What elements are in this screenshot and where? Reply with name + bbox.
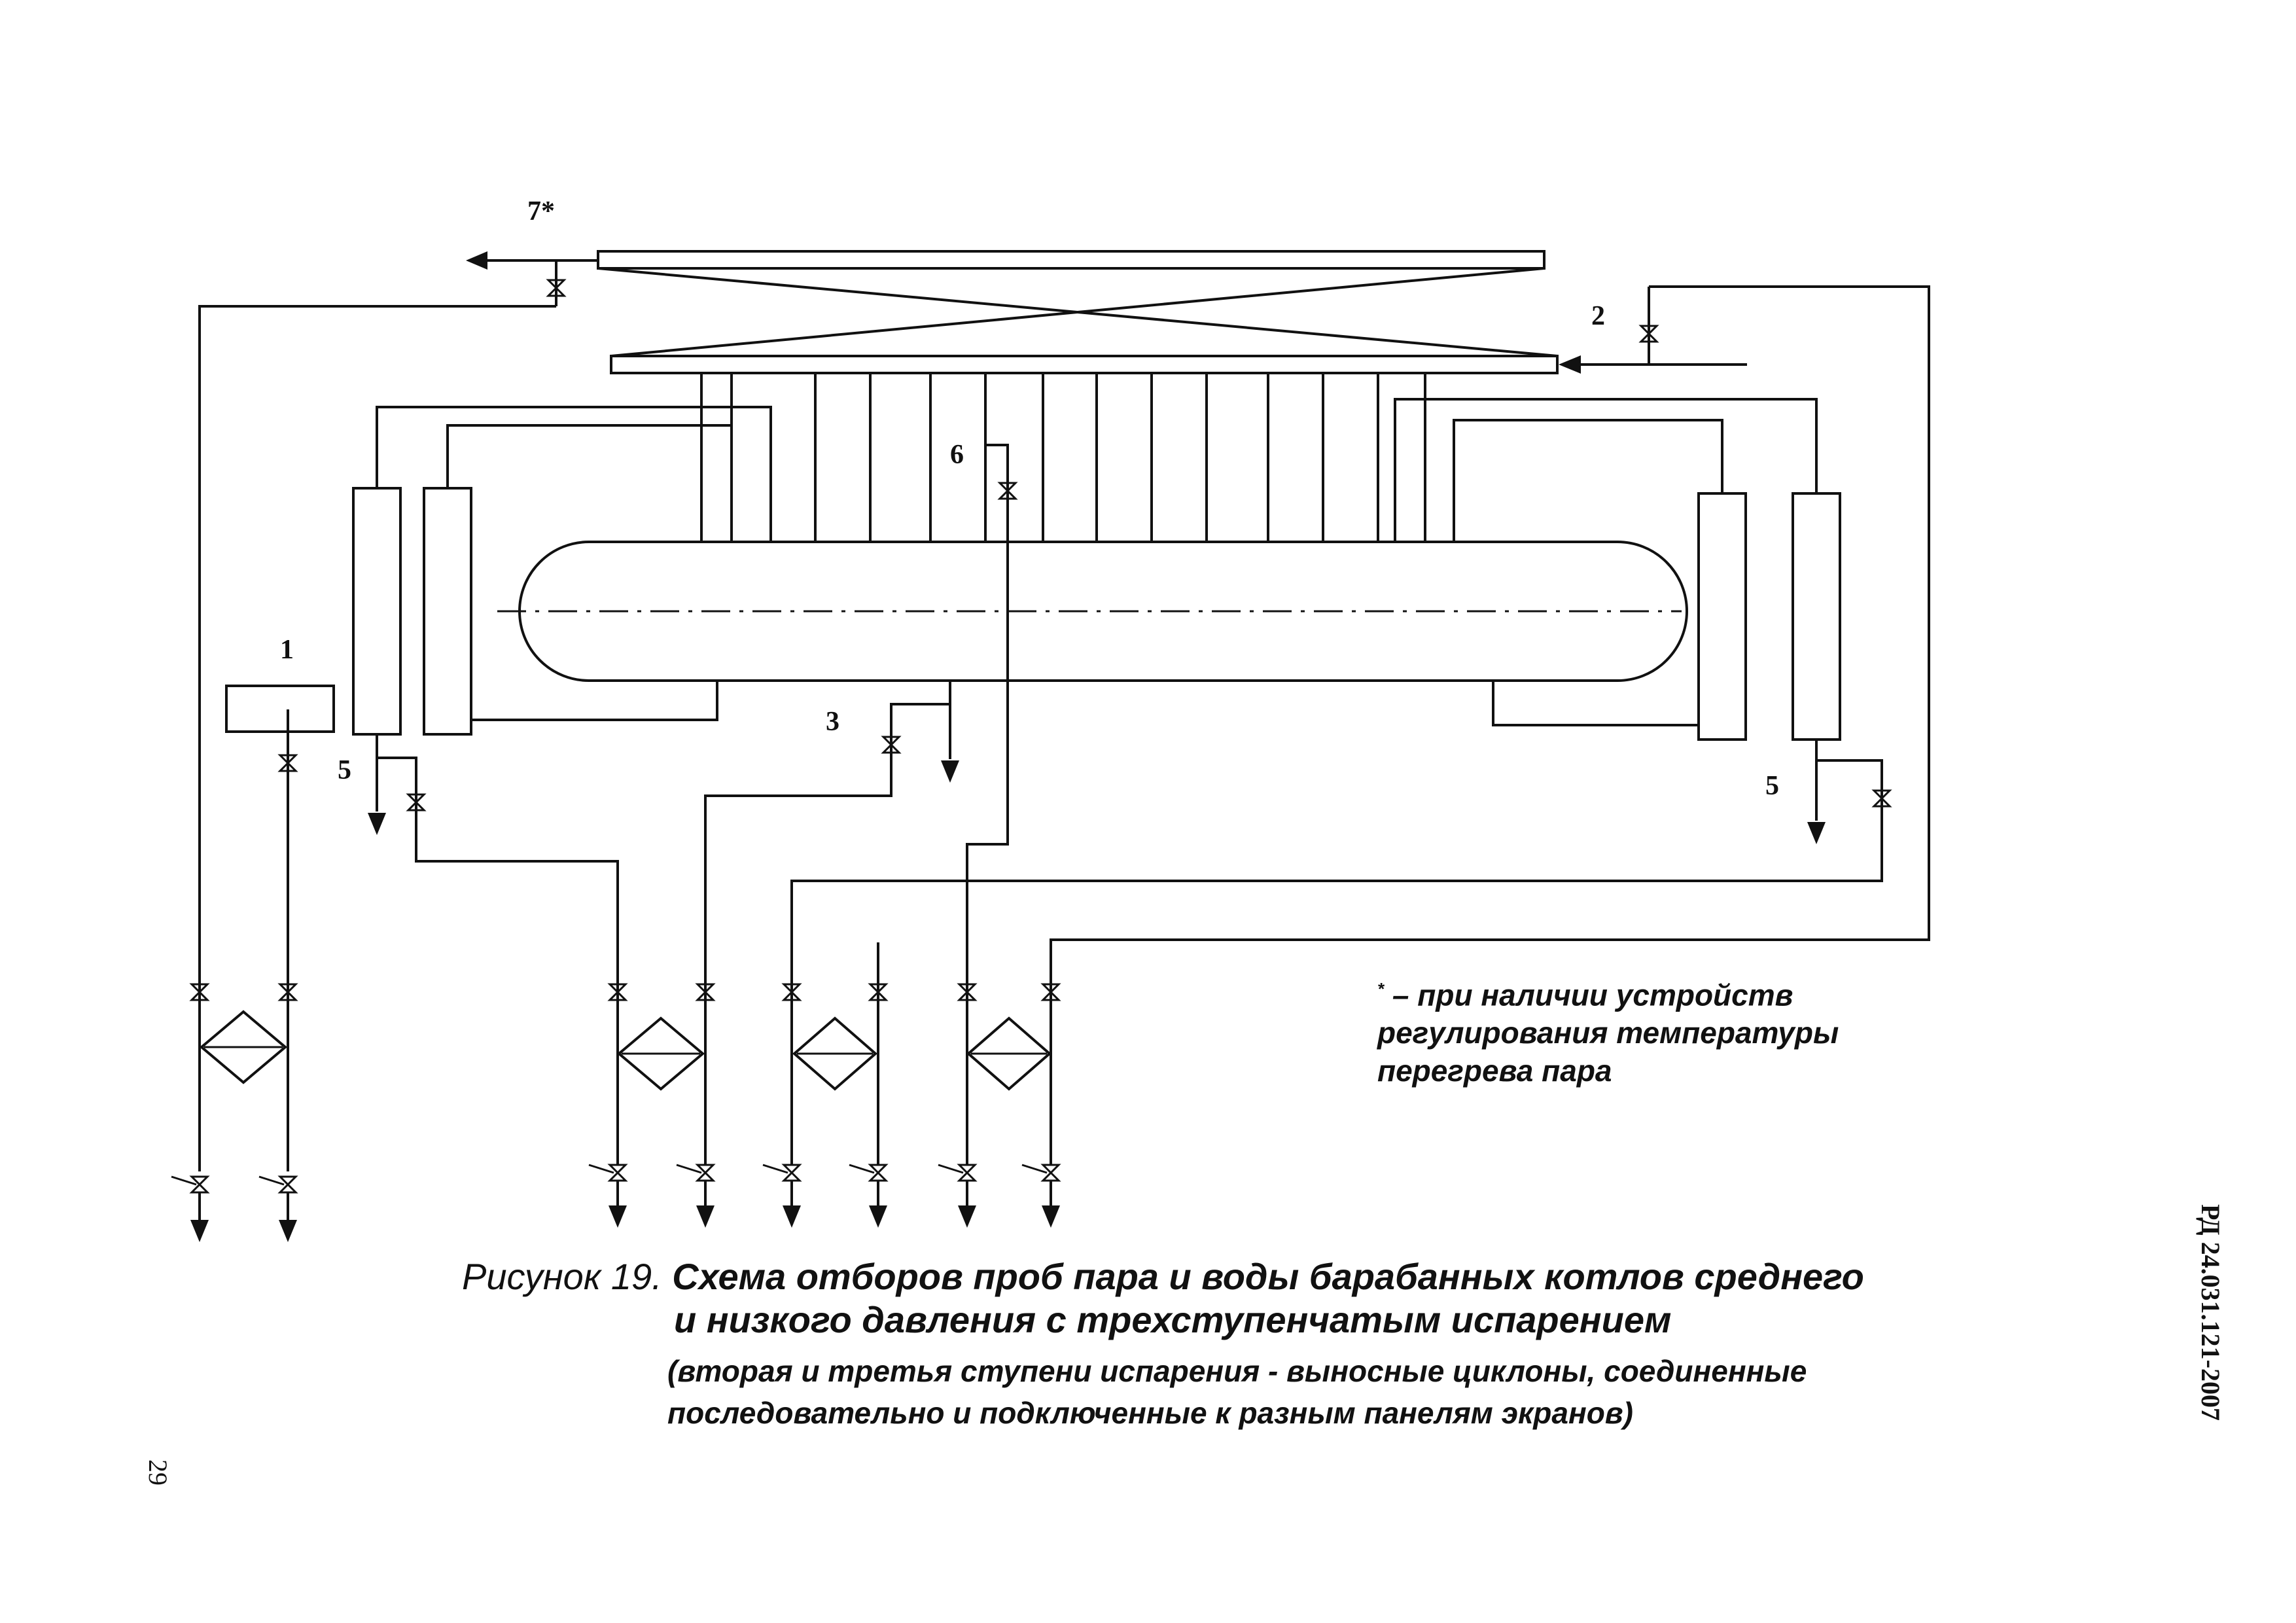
left-remote-cyclones: [352, 406, 772, 736]
cooler-inlet-valves: [189, 983, 1061, 1001]
note-star: *: [1377, 979, 1385, 999]
document-code: РД 24.031.121-2007: [2196, 1204, 2225, 1421]
cooler-icon: [616, 1016, 705, 1091]
figure-subcaption-line1: (вторая и третья ступени испарения - вын…: [667, 1354, 1807, 1388]
sample-line-5-right: [790, 740, 1892, 988]
figure-caption-line1: Рисунок 19. Схема отборов проб пара и во…: [462, 1255, 1864, 1298]
figure-caption-line2: и низкого давления с трехступенчатым исп…: [674, 1299, 1672, 1340]
valve-icon: [406, 793, 427, 812]
valve-icon: [997, 482, 1018, 500]
valve-icon: [546, 279, 567, 297]
sample-line-2: [1050, 285, 1930, 988]
sample-point-1: [225, 685, 335, 988]
riser-tubes: [700, 373, 1426, 542]
footnote-note: * – при наличии устройств регулирования …: [1377, 970, 1966, 1090]
valve-icon: [881, 736, 902, 754]
label-5-right: 5: [1765, 771, 1779, 801]
cooler-icon: [966, 1016, 1052, 1091]
valve-icon: [277, 754, 298, 772]
label-6: 6: [950, 440, 964, 470]
cooler-icon: [792, 1016, 878, 1091]
cooler-icon: [199, 1010, 288, 1084]
sample-coolers: [199, 1010, 1052, 1091]
note-text: – при наличии устройств регулирования те…: [1377, 978, 1839, 1088]
valve-icon: [1638, 325, 1659, 343]
figure-title: Схема отборов проб пара и воды барабанны…: [672, 1256, 1864, 1297]
label-5-left: 5: [338, 755, 351, 785]
figure-number: Рисунок 19.: [462, 1256, 662, 1297]
superheater-headers: [597, 250, 1559, 374]
label-7: 7*: [527, 196, 555, 226]
sample-line-6: [966, 444, 1018, 988]
boiler-drum: [497, 541, 1688, 682]
cooler-inlet-lines: [198, 942, 1052, 1171]
label-3: 3: [826, 707, 839, 737]
right-remote-cyclones: [1394, 398, 1841, 741]
sample-line-5-left: [368, 734, 619, 988]
page-number: 29: [143, 1459, 173, 1486]
label-2: 2: [1591, 301, 1605, 331]
label-1: 1: [280, 635, 294, 665]
valve-icon: [1871, 789, 1892, 808]
sample-line-7: [198, 251, 598, 988]
outlet-valves-and-drains: [171, 1164, 1061, 1242]
sample-line-3: [704, 681, 959, 988]
figure-subcaption-line2: последовательно и подключенные к разным …: [667, 1396, 1633, 1430]
